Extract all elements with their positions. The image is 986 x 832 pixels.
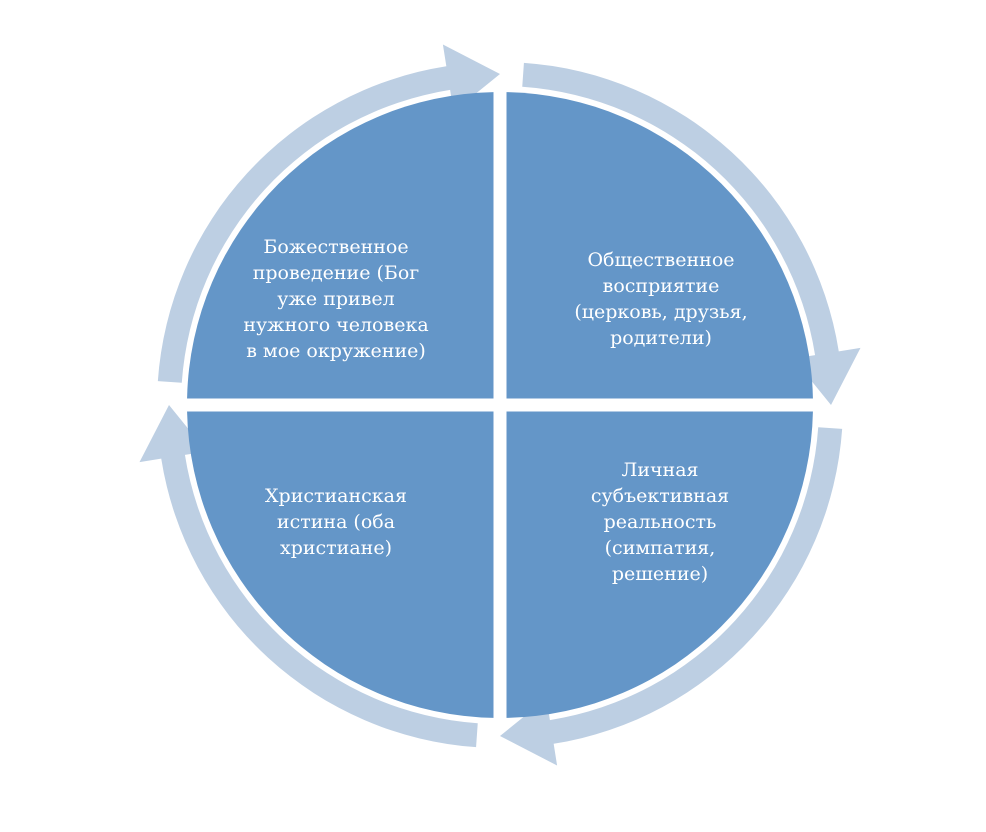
quadrant-top-right: [506, 92, 813, 399]
quadrants: [187, 92, 813, 718]
label-line: христиане): [280, 537, 392, 559]
label-line: Христианская: [265, 485, 407, 507]
quadrant-label-top-right: Общественное восприятие (церковь, друзья, р…: [574, 249, 747, 349]
arrow-bottom-left: [139, 405, 478, 748]
label-line: (церковь, друзья,: [574, 301, 747, 323]
label-line: уже привел: [277, 288, 394, 310]
quadrant-top-left: [187, 92, 494, 399]
label-line: истина (оба: [277, 511, 395, 533]
arrow-bottom-right: [500, 427, 843, 766]
label-line: проведение (Бог: [253, 262, 420, 284]
quadrant-bottom-left: [187, 411, 494, 718]
cycle-arrows: [139, 44, 861, 766]
arrow-top-right: [522, 62, 861, 405]
label-line: (симпатия,: [605, 537, 716, 559]
quadrant-label-top-left: Божественное проведение (Бог уже привел нуж…: [243, 236, 428, 362]
label-line: Божественное: [263, 236, 408, 258]
quadrant-label-bottom-left: Христианская истина (оба христиане): [265, 485, 407, 559]
label-line: Личная: [621, 459, 698, 481]
label-line: решение): [612, 563, 708, 585]
label-line: восприятие: [603, 275, 720, 297]
quadrant-bottom-right: [506, 411, 813, 718]
label-line: Общественное: [587, 249, 734, 271]
label-line: субъективная: [591, 485, 729, 507]
label-line: нужного человека: [243, 314, 428, 336]
quadrant-label-bottom-right: Личная субъективная реальность (симпатия, ре…: [591, 459, 729, 585]
label-line: реальность: [604, 511, 717, 533]
quadrant-labels: Божественное проведение (Бог уже привел нуж…: [243, 236, 747, 585]
label-line: родители): [610, 327, 712, 349]
label-line: в мое окружение): [246, 340, 426, 362]
arrow-top-left: [157, 44, 501, 383]
